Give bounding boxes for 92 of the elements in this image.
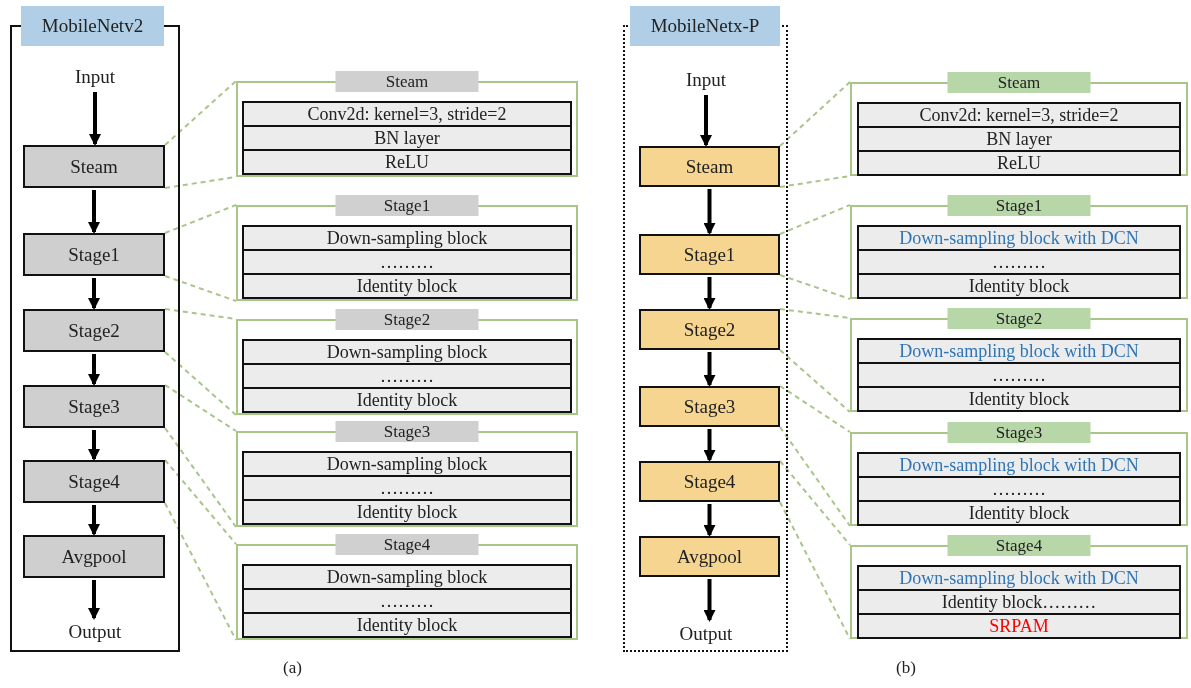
group-heading: Stage4 <box>335 534 479 555</box>
group-heading: Steam <box>947 72 1091 93</box>
layer-row: Identity block <box>857 500 1181 526</box>
layer-row: ……… <box>857 362 1181 388</box>
stage-block: Steam <box>23 145 165 188</box>
layer-row: ……… <box>242 363 572 389</box>
layer-row: Down-sampling block <box>242 225 572 251</box>
stage-block: Avgpool <box>639 536 780 577</box>
layer-row: Down-sampling block with DCN <box>857 225 1181 251</box>
layer-row: Down-sampling block <box>242 451 572 477</box>
io-label: Input <box>666 67 746 93</box>
layer-row: Identity block <box>857 273 1181 299</box>
layer-row: Identity block <box>857 386 1181 412</box>
zoom-connector <box>164 204 237 234</box>
flow-arrow <box>703 352 716 387</box>
flow-arrow <box>88 430 100 461</box>
zoom-connector <box>779 274 851 300</box>
panel-title: MobileNetx-P <box>630 6 780 46</box>
io-label: Output <box>666 621 746 647</box>
layer-row: ……… <box>857 476 1181 502</box>
layer-row: Down-sampling block <box>242 339 572 365</box>
flow-arrow <box>88 505 100 536</box>
panel-caption: (a) <box>283 658 302 678</box>
group-heading: Stage1 <box>335 195 479 216</box>
stage-block: Stage1 <box>639 234 780 275</box>
zoom-connector <box>779 460 851 546</box>
layer-row: Conv2d: kernel=3, stride=2 <box>242 101 572 127</box>
stage-block: Stage4 <box>23 460 165 503</box>
layer-row: Down-sampling block with DCN <box>857 338 1181 364</box>
flow-arrow <box>703 189 716 235</box>
zoom-connector <box>779 385 851 433</box>
layer-row: Down-sampling block with DCN <box>857 565 1181 591</box>
flow-arrow <box>88 190 100 234</box>
zoom-connector <box>164 459 237 545</box>
layer-row: ReLU <box>857 150 1181 176</box>
zoom-connector <box>779 501 851 640</box>
layer-row: Down-sampling block with DCN <box>857 452 1181 478</box>
flow-arrow <box>703 429 716 462</box>
layer-row: ……… <box>857 249 1181 275</box>
panel-title: MobileNetv2 <box>21 6 164 46</box>
layer-row: Identity block <box>242 612 572 638</box>
flow-arrow <box>88 278 100 310</box>
layer-row: BN layer <box>857 126 1181 152</box>
layer-row: ……… <box>242 475 572 501</box>
zoom-connector <box>164 351 237 416</box>
zoom-connector <box>164 275 237 302</box>
flow-arrow <box>88 580 100 620</box>
flow-arrow <box>89 92 101 146</box>
panel-frame <box>10 6 180 652</box>
io-label: Input <box>55 64 135 90</box>
stage-block: Stage3 <box>639 386 780 427</box>
group-heading: Stage1 <box>947 195 1091 216</box>
layer-row: Identity block……… <box>857 589 1181 615</box>
stage-block: Stage4 <box>639 461 780 502</box>
io-label: Output <box>55 619 135 645</box>
zoom-connector <box>779 81 851 147</box>
flow-arrow <box>703 504 716 537</box>
group-heading: Stage2 <box>947 308 1091 329</box>
stage-block: Avgpool <box>23 535 165 578</box>
layer-row: Conv2d: kernel=3, stride=2 <box>857 102 1181 128</box>
group-heading: Stage4 <box>947 535 1091 556</box>
flow-arrow <box>703 579 716 622</box>
zoom-connector <box>164 384 237 432</box>
layer-row: ……… <box>242 588 572 614</box>
layer-row: Identity block <box>242 499 572 525</box>
zoom-connector <box>164 427 237 528</box>
stage-block: Stage1 <box>23 233 165 276</box>
layer-row: ……… <box>242 249 572 275</box>
layer-row: SRPAM <box>857 613 1181 639</box>
zoom-connector <box>779 426 851 527</box>
zoom-connector <box>164 502 237 641</box>
layer-row: BN layer <box>242 125 572 151</box>
group-heading: Stage3 <box>947 422 1091 443</box>
stage-block: Steam <box>639 146 780 187</box>
stage-block: Stage2 <box>639 309 780 350</box>
stage-block: Stage3 <box>23 385 165 428</box>
zoom-connector <box>779 349 851 413</box>
flow-arrow <box>88 354 100 386</box>
group-heading: Stage2 <box>335 309 479 330</box>
group-heading: Steam <box>335 71 479 92</box>
panel-frame <box>623 6 788 652</box>
stage-block: Stage2 <box>23 309 165 352</box>
flow-arrow <box>700 95 712 147</box>
layer-row: Identity block <box>242 273 572 299</box>
zoom-connector <box>779 204 851 235</box>
layer-row: ReLU <box>242 149 572 175</box>
layer-row: Down-sampling block <box>242 564 572 590</box>
group-heading: Stage3 <box>335 421 479 442</box>
zoom-connector <box>164 80 237 146</box>
panel-caption: (b) <box>896 658 916 678</box>
flow-arrow <box>703 277 716 310</box>
layer-row: Identity block <box>242 387 572 413</box>
